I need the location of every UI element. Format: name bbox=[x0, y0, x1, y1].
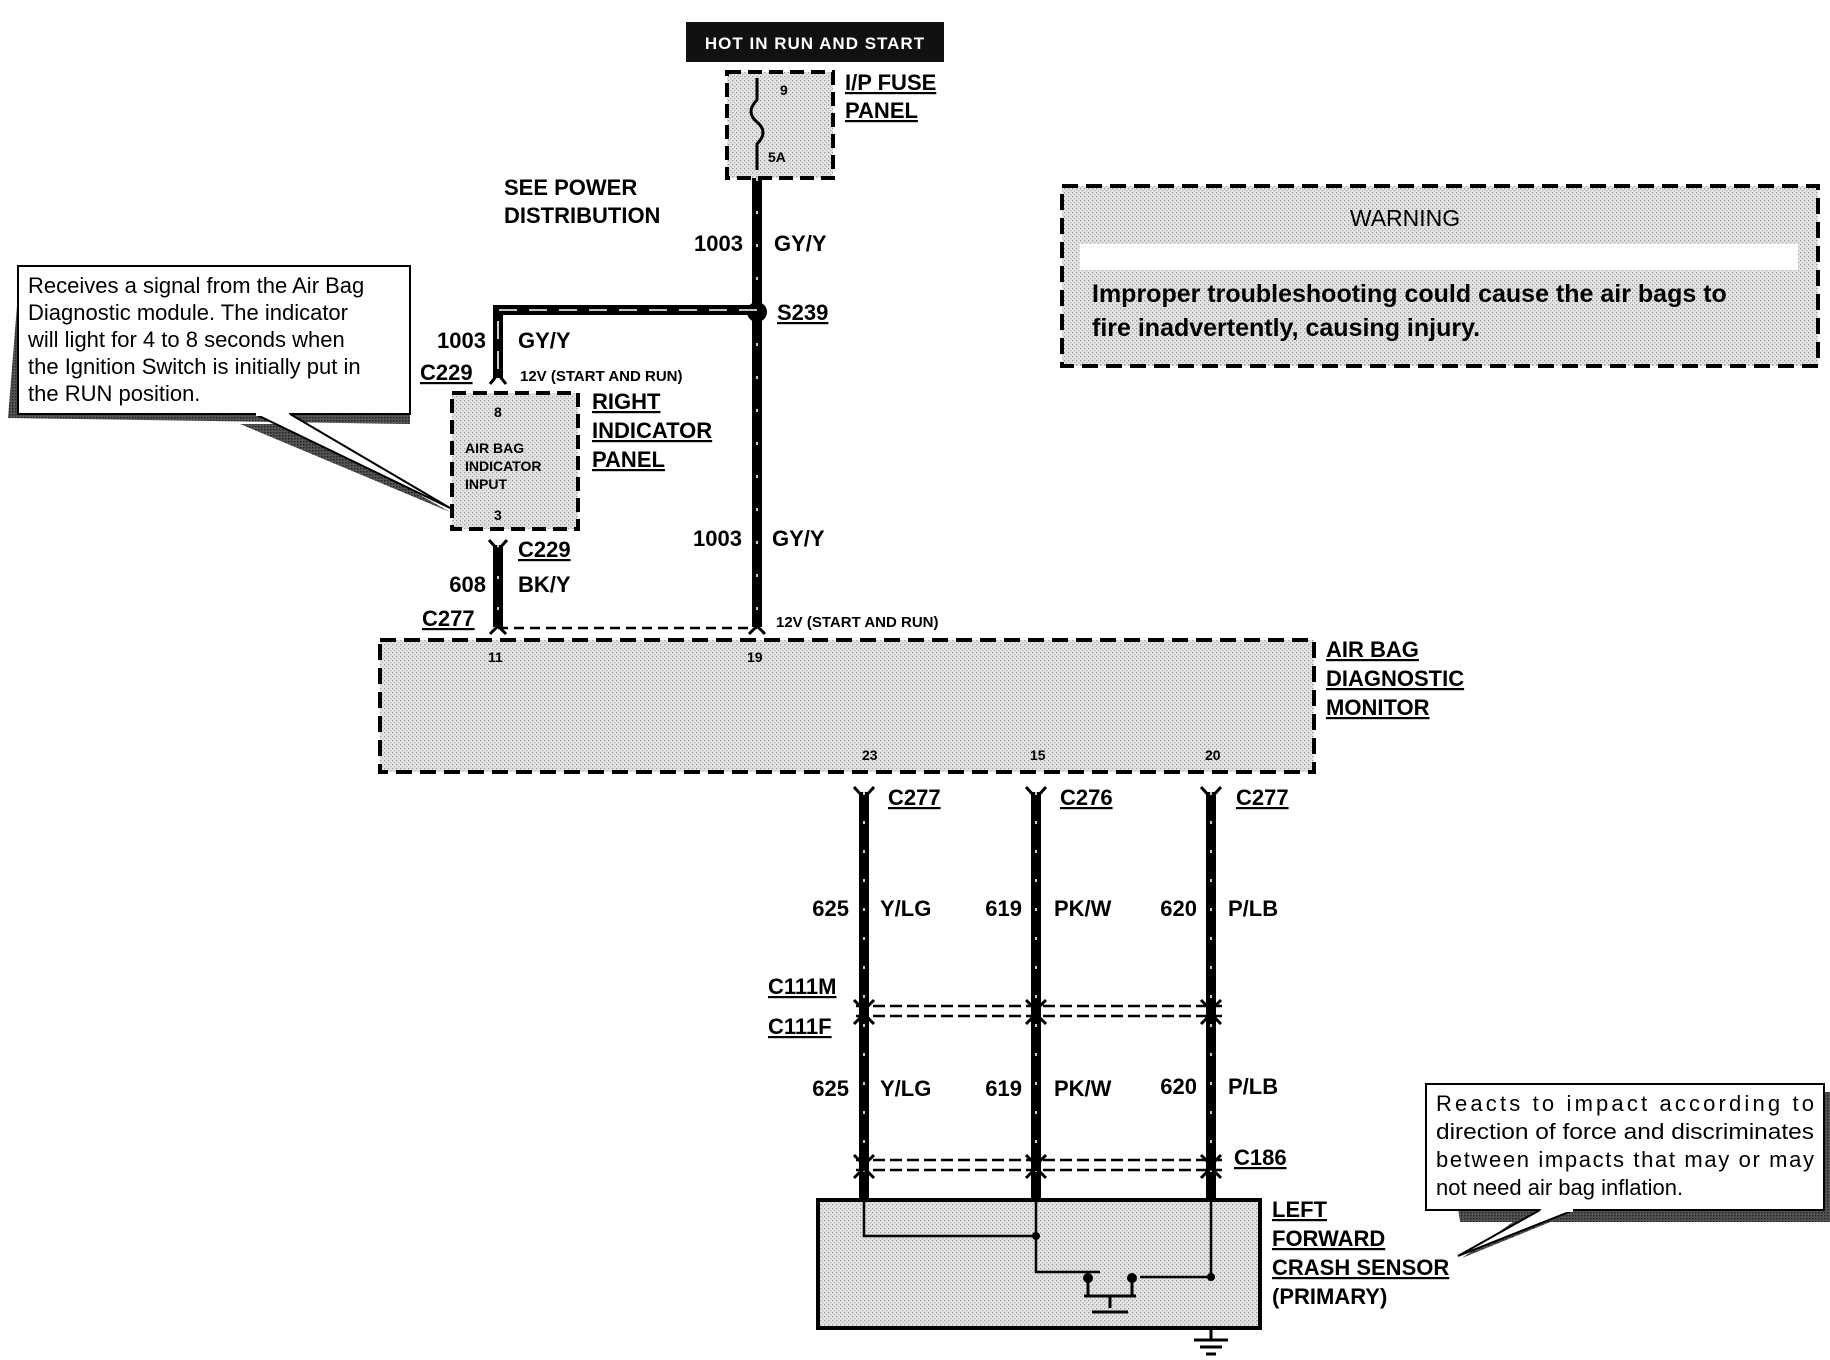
wire-620-lower-color: P/LB bbox=[1228, 1074, 1278, 1099]
fuse-panel-label-1: I/P FUSE bbox=[845, 70, 936, 95]
connector-c277-left: C277 bbox=[422, 606, 475, 631]
wire-625-upper-circuit: 625 bbox=[812, 896, 849, 921]
warning-text-2: fire inadvertently, causing injury. bbox=[1092, 314, 1480, 342]
wire-1003-lower-color: GY/Y bbox=[772, 526, 825, 551]
connector-c276-symbol bbox=[1024, 785, 1048, 801]
connector-c277-b-symbol bbox=[1199, 785, 1223, 801]
wire-1003-lower-circuit: 1003 bbox=[693, 526, 742, 551]
sensor-switch-symbol bbox=[1084, 1282, 1136, 1314]
warning-title: WARNING bbox=[1350, 205, 1460, 231]
monitor-pin-15: 15 bbox=[1030, 747, 1046, 763]
connector-c276: C276 bbox=[1060, 785, 1113, 810]
callout-indicator-line-1: Receives a signal from the Air Bag bbox=[28, 273, 364, 298]
monitor-pin-23: 23 bbox=[862, 747, 878, 763]
wire-1003-branch-color: GY/Y bbox=[518, 328, 571, 353]
indicator-inner-1: AIR BAG bbox=[465, 440, 524, 456]
callout-sensor-line-2: direction of force and discriminates bbox=[1436, 1119, 1814, 1144]
indicator-label-3: PANEL bbox=[592, 447, 665, 472]
indicator-inner-2: INDICATOR bbox=[465, 458, 541, 474]
wire-620-upper-circuit: 620 bbox=[1160, 896, 1197, 921]
voltage-note-indicator: 12V (START AND RUN) bbox=[520, 368, 683, 385]
wire-1003-branch bbox=[493, 305, 757, 378]
wire-1003-upper-color: GY/Y bbox=[774, 231, 827, 256]
indicator-label-2: INDICATOR bbox=[592, 418, 712, 443]
wire-619-lower-circuit: 619 bbox=[985, 1076, 1022, 1101]
callout-sensor bbox=[1425, 1083, 1830, 1258]
monitor-pin-11: 11 bbox=[488, 649, 503, 665]
monitor-label-3: MONITOR bbox=[1326, 695, 1430, 720]
indicator-pin-bottom: 3 bbox=[494, 507, 502, 523]
sensor-label-1: LEFT bbox=[1272, 1197, 1328, 1222]
callout-indicator-line-2: Diagnostic module. The indicator bbox=[28, 300, 348, 325]
wire-620-lower-circuit: 620 bbox=[1160, 1074, 1197, 1099]
callout-indicator bbox=[8, 265, 451, 512]
callout-indicator-line-4: the Ignition Switch is initially put in bbox=[28, 354, 361, 379]
wire-625-lower-circuit: 625 bbox=[812, 1076, 849, 1101]
connector-c229-bottom-symbol bbox=[487, 538, 509, 553]
supply-header-text: HOT IN RUN AND START bbox=[705, 34, 925, 53]
indicator-panel bbox=[450, 391, 580, 531]
crash-sensor bbox=[816, 1198, 1262, 1330]
indicator-pin-top: 8 bbox=[494, 404, 502, 420]
connector-c111-619-symbol bbox=[1024, 998, 1048, 1026]
fuse-rating: 5A bbox=[768, 149, 786, 165]
ground-icon bbox=[1194, 1328, 1228, 1356]
splice-label: S239 bbox=[777, 300, 828, 325]
monitor-pin-19: 19 bbox=[747, 649, 763, 665]
wire-620-upper-color: P/LB bbox=[1228, 896, 1278, 921]
fuse-symbol bbox=[749, 78, 765, 170]
connector-c277-pin11-symbol bbox=[488, 623, 508, 636]
wire-619-upper-circuit: 619 bbox=[985, 896, 1022, 921]
connector-c277-b: C277 bbox=[1236, 785, 1289, 810]
see-power-1: SEE POWER bbox=[504, 175, 637, 200]
diagnostic-monitor bbox=[378, 638, 1316, 774]
connector-c111-625-symbol bbox=[852, 998, 876, 1026]
indicator-label-1: RIGHT bbox=[592, 389, 661, 414]
connector-c277-a: C277 bbox=[888, 785, 941, 810]
monitor-label-2: DIAGNOSTIC bbox=[1326, 666, 1464, 691]
wire-1003-branch-circuit: 1003 bbox=[437, 328, 486, 353]
wire-625-lower-color: Y/LG bbox=[880, 1076, 931, 1101]
wire-619-lower-color: PK/W bbox=[1054, 1076, 1112, 1101]
callout-indicator-line-5: the RUN position. bbox=[28, 381, 200, 406]
fuse-number: 9 bbox=[780, 82, 788, 98]
connector-c186-symbols bbox=[852, 1153, 1223, 1180]
indicator-inner-3: INPUT bbox=[465, 476, 507, 492]
supply-header-box bbox=[686, 22, 944, 62]
callout-indicator-line-3: will light for 4 to 8 seconds when bbox=[27, 327, 345, 352]
sensor-label-2: FORWARD bbox=[1272, 1226, 1385, 1251]
connector-c229-top-symbol bbox=[488, 371, 508, 385]
connector-c277-pin19-symbol bbox=[747, 623, 767, 636]
connector-c186: C186 bbox=[1234, 1145, 1287, 1170]
monitor-label-1: AIR BAG bbox=[1326, 637, 1419, 662]
connector-c111m: C111M bbox=[768, 974, 837, 999]
fuse-panel: 9 5A bbox=[725, 70, 835, 180]
connector-c229-bottom: C229 bbox=[518, 537, 571, 562]
wire-619-upper-color: PK/W bbox=[1054, 896, 1112, 921]
sensor-sub-label: (PRIMARY) bbox=[1272, 1284, 1387, 1309]
sensor-label-3: CRASH SENSOR bbox=[1272, 1255, 1449, 1280]
connector-c111-620-symbol bbox=[1199, 998, 1223, 1026]
wire-608-circuit: 608 bbox=[449, 572, 486, 597]
callout-sensor-line-3: between impacts that may or may bbox=[1436, 1147, 1814, 1172]
wire-625-upper-color: Y/LG bbox=[880, 896, 931, 921]
see-power-2: DISTRIBUTION bbox=[504, 203, 660, 228]
warning-box bbox=[1060, 184, 1820, 368]
connector-c277-a-symbol bbox=[852, 785, 876, 801]
wire-1003-upper-circuit: 1003 bbox=[694, 231, 743, 256]
warning-text-1: Improper troubleshooting could cause the… bbox=[1092, 280, 1727, 308]
wire-608-color: BK/Y bbox=[518, 572, 571, 597]
connector-c111f: C111F bbox=[768, 1014, 832, 1039]
connector-c229-top: C229 bbox=[420, 360, 473, 385]
monitor-pin-20: 20 bbox=[1205, 747, 1221, 763]
callout-sensor-line-4: not need air bag inflation. bbox=[1436, 1175, 1683, 1200]
voltage-note-monitor: 12V (START AND RUN) bbox=[776, 614, 939, 631]
fuse-panel-label-2: PANEL bbox=[845, 98, 918, 123]
